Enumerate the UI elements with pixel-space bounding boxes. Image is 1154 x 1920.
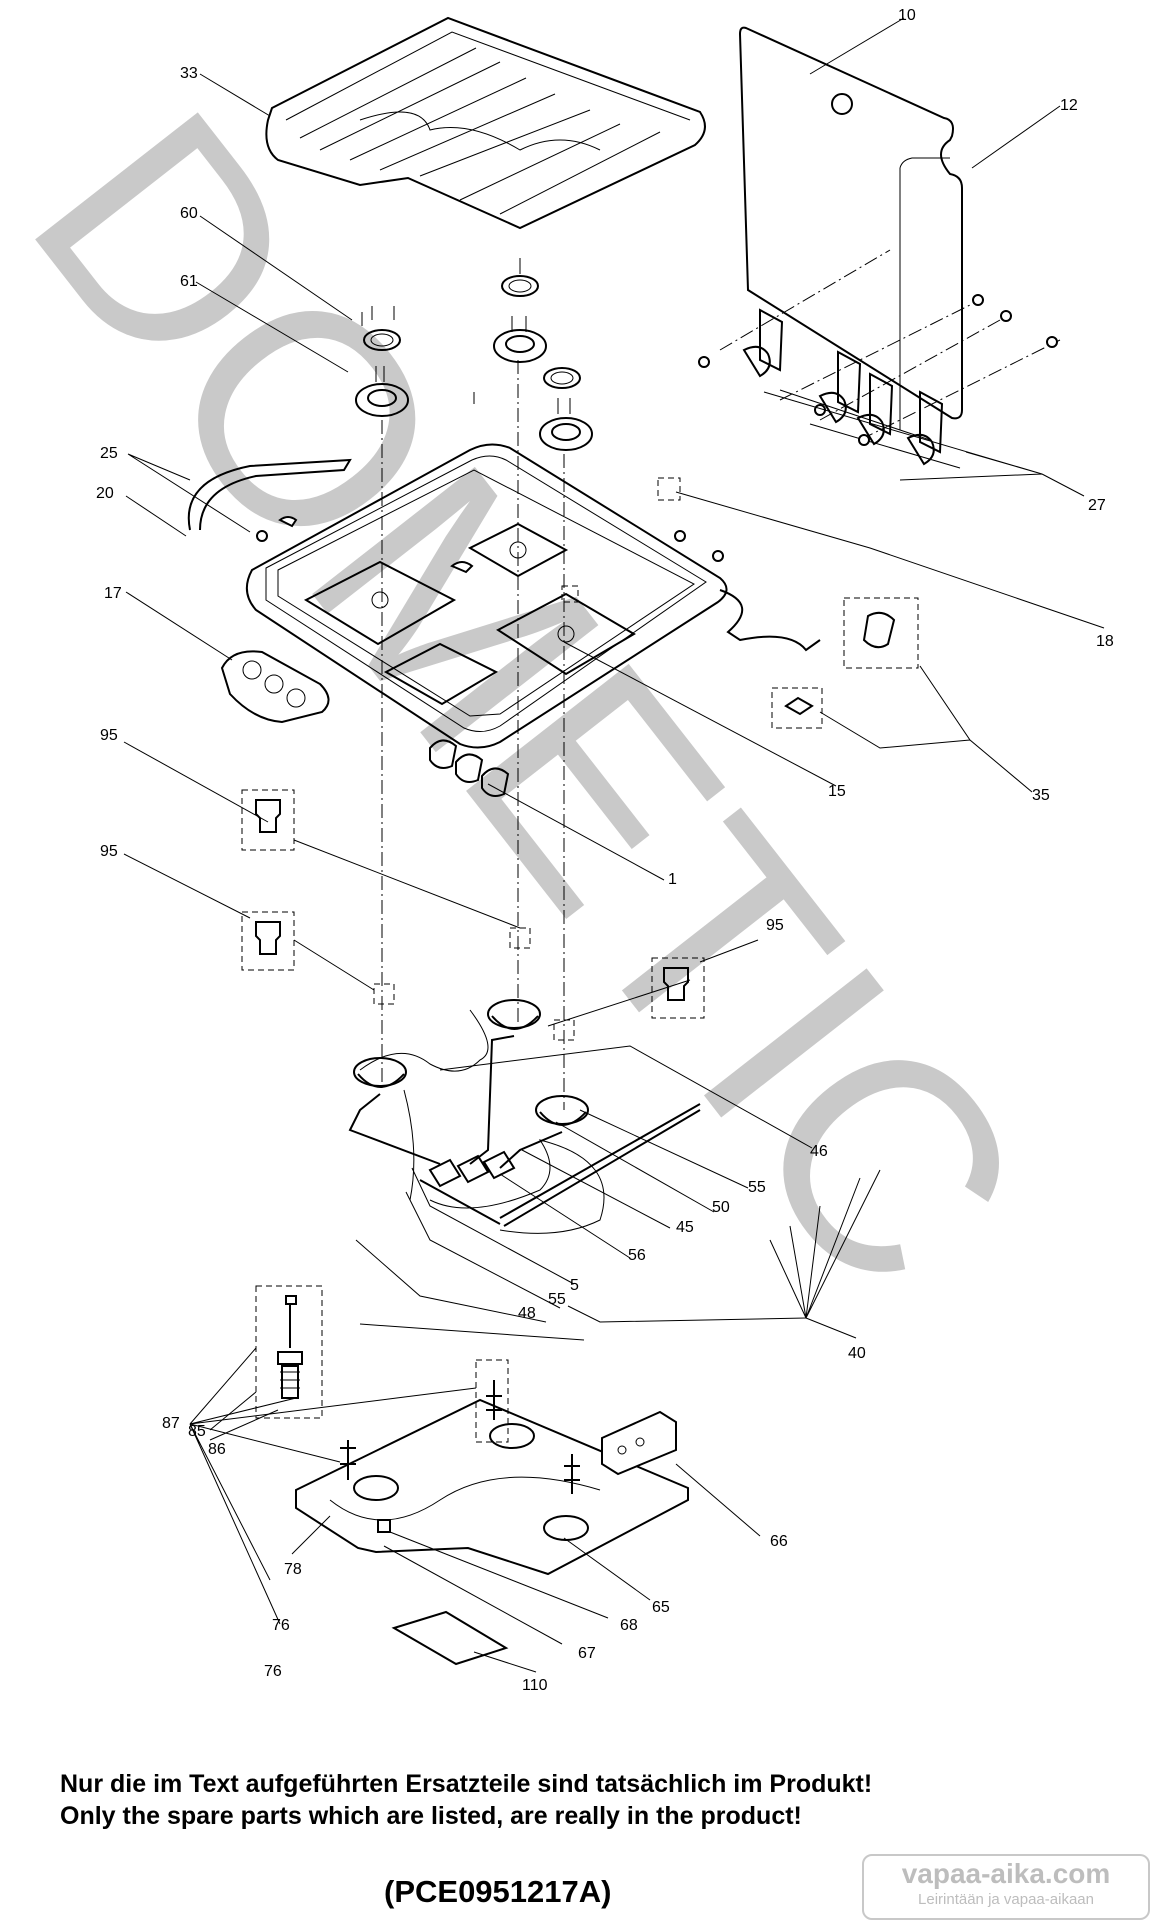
callout-10: 10	[898, 7, 916, 24]
callout-12: 12	[1060, 97, 1078, 114]
callout-60: 60	[180, 205, 198, 222]
knobs-1	[429, 739, 510, 797]
control-plate-17	[220, 650, 330, 724]
note-german: Nur die im Text aufgeführten Ersatzteile…	[60, 1770, 873, 1798]
callout-67: 67	[578, 1645, 596, 1662]
callout-46: 46	[810, 1143, 828, 1160]
thermocouple-box	[255, 1285, 509, 1443]
logo-sub-text: Leirintään ja vapaa-aikaan	[918, 1891, 1094, 1908]
drawing-code: (PCE0951217A)	[384, 1874, 612, 1909]
callout-76-a: 76	[272, 1617, 290, 1634]
callout-55-a: 55	[748, 1179, 766, 1196]
callout-76-b: 76	[264, 1663, 282, 1680]
lid-hinges	[698, 249, 1061, 469]
callout-20: 20	[96, 485, 114, 502]
glass-lid-10	[738, 26, 963, 430]
callout-33: 33	[180, 65, 198, 82]
callout-labels: 10 12 33 60 61 25 20 17 27 18 15 35 1 95…	[96, 7, 1114, 1694]
callout-87: 87	[162, 1415, 180, 1432]
vapaa-aika-logo: vapaa-aika.com Leirintään ja vapaa-aikaa…	[862, 1854, 1150, 1920]
callout-25: 25	[100, 445, 118, 462]
bottom-plate	[295, 1380, 689, 1576]
pot-grid-33	[265, 16, 706, 230]
callout-40: 40	[848, 1345, 866, 1362]
callout-95-a: 95	[100, 727, 118, 744]
burner-caps	[355, 258, 593, 451]
callout-50: 50	[712, 1199, 730, 1216]
watermark-text: DOMETIC	[0, 53, 1086, 1350]
callout-27: 27	[1088, 497, 1106, 514]
callout-68: 68	[620, 1617, 638, 1634]
callout-110: 110	[522, 1677, 548, 1694]
callout-65: 65	[652, 1599, 670, 1616]
callout-85: 85	[188, 1423, 206, 1440]
callout-66: 66	[770, 1533, 788, 1550]
gas-valve-assembly	[348, 999, 701, 1234]
callout-17: 17	[104, 585, 122, 602]
callout-95-c: 95	[766, 917, 784, 934]
callout-15: 15	[828, 783, 846, 800]
callout-18: 18	[1096, 633, 1114, 650]
callout-55-b: 55	[548, 1291, 566, 1308]
clip-boxes	[561, 477, 919, 729]
logo-main-text: vapaa-aika.com	[901, 1858, 1111, 1889]
callout-95-b: 95	[100, 843, 118, 860]
callout-1: 1	[668, 871, 677, 888]
callout-56: 56	[628, 1247, 646, 1264]
callout-86: 86	[208, 1441, 226, 1458]
assembly-axis-lines	[381, 360, 565, 1110]
callout-5: 5	[570, 1277, 579, 1294]
sheet-110	[391, 1610, 509, 1666]
callout-45: 45	[676, 1219, 694, 1236]
note-english: Only the spare parts which are listed, a…	[60, 1802, 802, 1830]
callout-48: 48	[518, 1305, 536, 1322]
hob-tray	[187, 443, 821, 749]
callout-35: 35	[1032, 787, 1050, 804]
callout-61: 61	[180, 273, 198, 290]
leader-lines	[123, 17, 1105, 1673]
callout-78: 78	[284, 1561, 302, 1578]
